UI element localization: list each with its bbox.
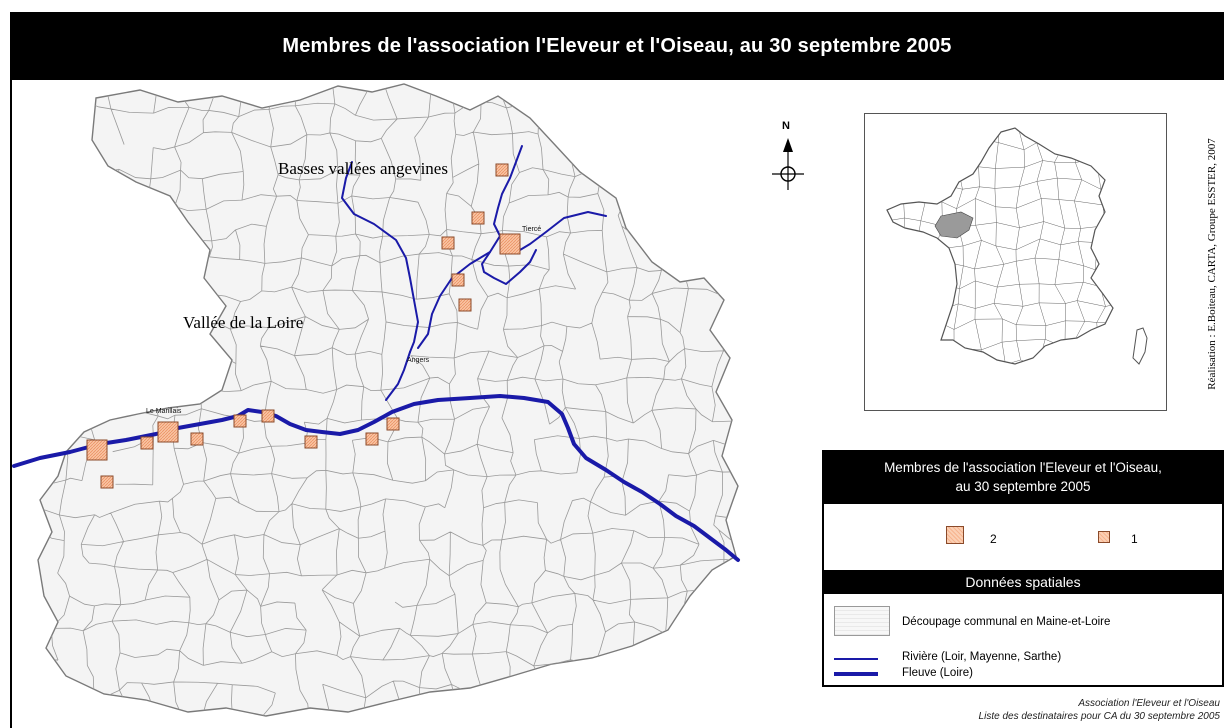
member-symbol xyxy=(86,439,108,461)
member-symbol xyxy=(304,435,318,449)
town-label-angers: Angers xyxy=(407,357,430,364)
river-mayenne xyxy=(341,161,419,353)
member-symbol xyxy=(261,409,275,423)
north-label: N xyxy=(782,120,790,132)
map-title: Membres de l'association l'Eleveur et l'… xyxy=(282,34,952,57)
credit-text: Réalisation : E.Boiteau, CARTA, Groupe E… xyxy=(1206,138,1218,390)
member-symbol xyxy=(458,298,472,312)
member-symbols xyxy=(86,163,521,489)
member-symbol xyxy=(499,233,521,255)
legend-fleuve-label: Fleuve (Loire) xyxy=(902,667,973,679)
member-symbol xyxy=(233,414,247,428)
legend-spatial-title: Données spatiales xyxy=(824,570,1222,594)
member-symbol xyxy=(365,432,379,446)
credit-vertical: Réalisation : E.Boiteau, CARTA, Groupe E… xyxy=(1172,94,1224,434)
town-label-tierce: Tiercé xyxy=(522,226,542,233)
corsica-outline xyxy=(1132,327,1148,365)
legend-members-title: Membres de l'association l'Eleveur et l'… xyxy=(824,452,1222,504)
legend-commune-label: Découpage communal en Maine-et-Loire xyxy=(902,616,1111,628)
member-symbol xyxy=(100,475,114,489)
footer-line-1: Association l'Eleveur et l'Oiseau xyxy=(1078,698,1220,709)
legend-spatial: Découpage communal en Maine-et-Loire Riv… xyxy=(824,594,1222,687)
legend-value-1: 1 xyxy=(1131,532,1138,546)
legend-members-title-line1: Membres de l'association l'Eleveur et l'… xyxy=(884,460,1162,475)
member-symbol xyxy=(140,436,154,450)
legend-symbol-large xyxy=(946,526,964,544)
legend-symbol-small xyxy=(1098,531,1110,543)
legend-value-2: 2 xyxy=(990,532,997,546)
footer-line-2: Liste des destinataires pour CA du 30 se… xyxy=(978,711,1220,722)
maine-et-loire-highlight xyxy=(934,211,974,239)
member-symbol xyxy=(471,211,485,225)
rivers xyxy=(12,145,740,562)
title-bar: Membres de l'association l'Eleveur et l'… xyxy=(10,12,1224,80)
member-symbol xyxy=(157,421,179,443)
label-basses-vallees: Basses vallées angevines xyxy=(278,159,448,178)
legend: Membres de l'association l'Eleveur et l'… xyxy=(822,450,1224,687)
department-outline xyxy=(37,83,739,717)
legend-river-line xyxy=(834,658,878,660)
legend-river-label: Rivière (Loir, Mayenne, Sarthe) xyxy=(902,651,1062,663)
river-loire xyxy=(12,394,740,562)
river-tributary-north xyxy=(417,251,491,349)
member-symbol xyxy=(495,163,509,177)
legend-fleuve-line xyxy=(834,672,878,676)
member-symbol xyxy=(190,432,204,446)
footer-source: Association l'Eleveur et l'Oiseau Liste … xyxy=(900,697,1220,723)
river-loir xyxy=(481,235,537,285)
legend-members-title-line2: au 30 septembre 2005 xyxy=(955,479,1091,494)
member-symbol xyxy=(451,273,465,287)
north-arrow-icon xyxy=(772,138,804,190)
inset-france-map xyxy=(864,113,1167,411)
member-symbol xyxy=(386,417,400,431)
member-symbol xyxy=(441,236,455,250)
label-vallee-loire: Vallée de la Loire xyxy=(183,313,304,332)
river-to-loire xyxy=(385,351,411,401)
town-label-le-marillais: Le Marillais xyxy=(146,408,182,415)
commune-swatch xyxy=(834,606,890,636)
legend-symbols: 2 1 xyxy=(824,504,1222,570)
france-outline xyxy=(886,127,1114,365)
